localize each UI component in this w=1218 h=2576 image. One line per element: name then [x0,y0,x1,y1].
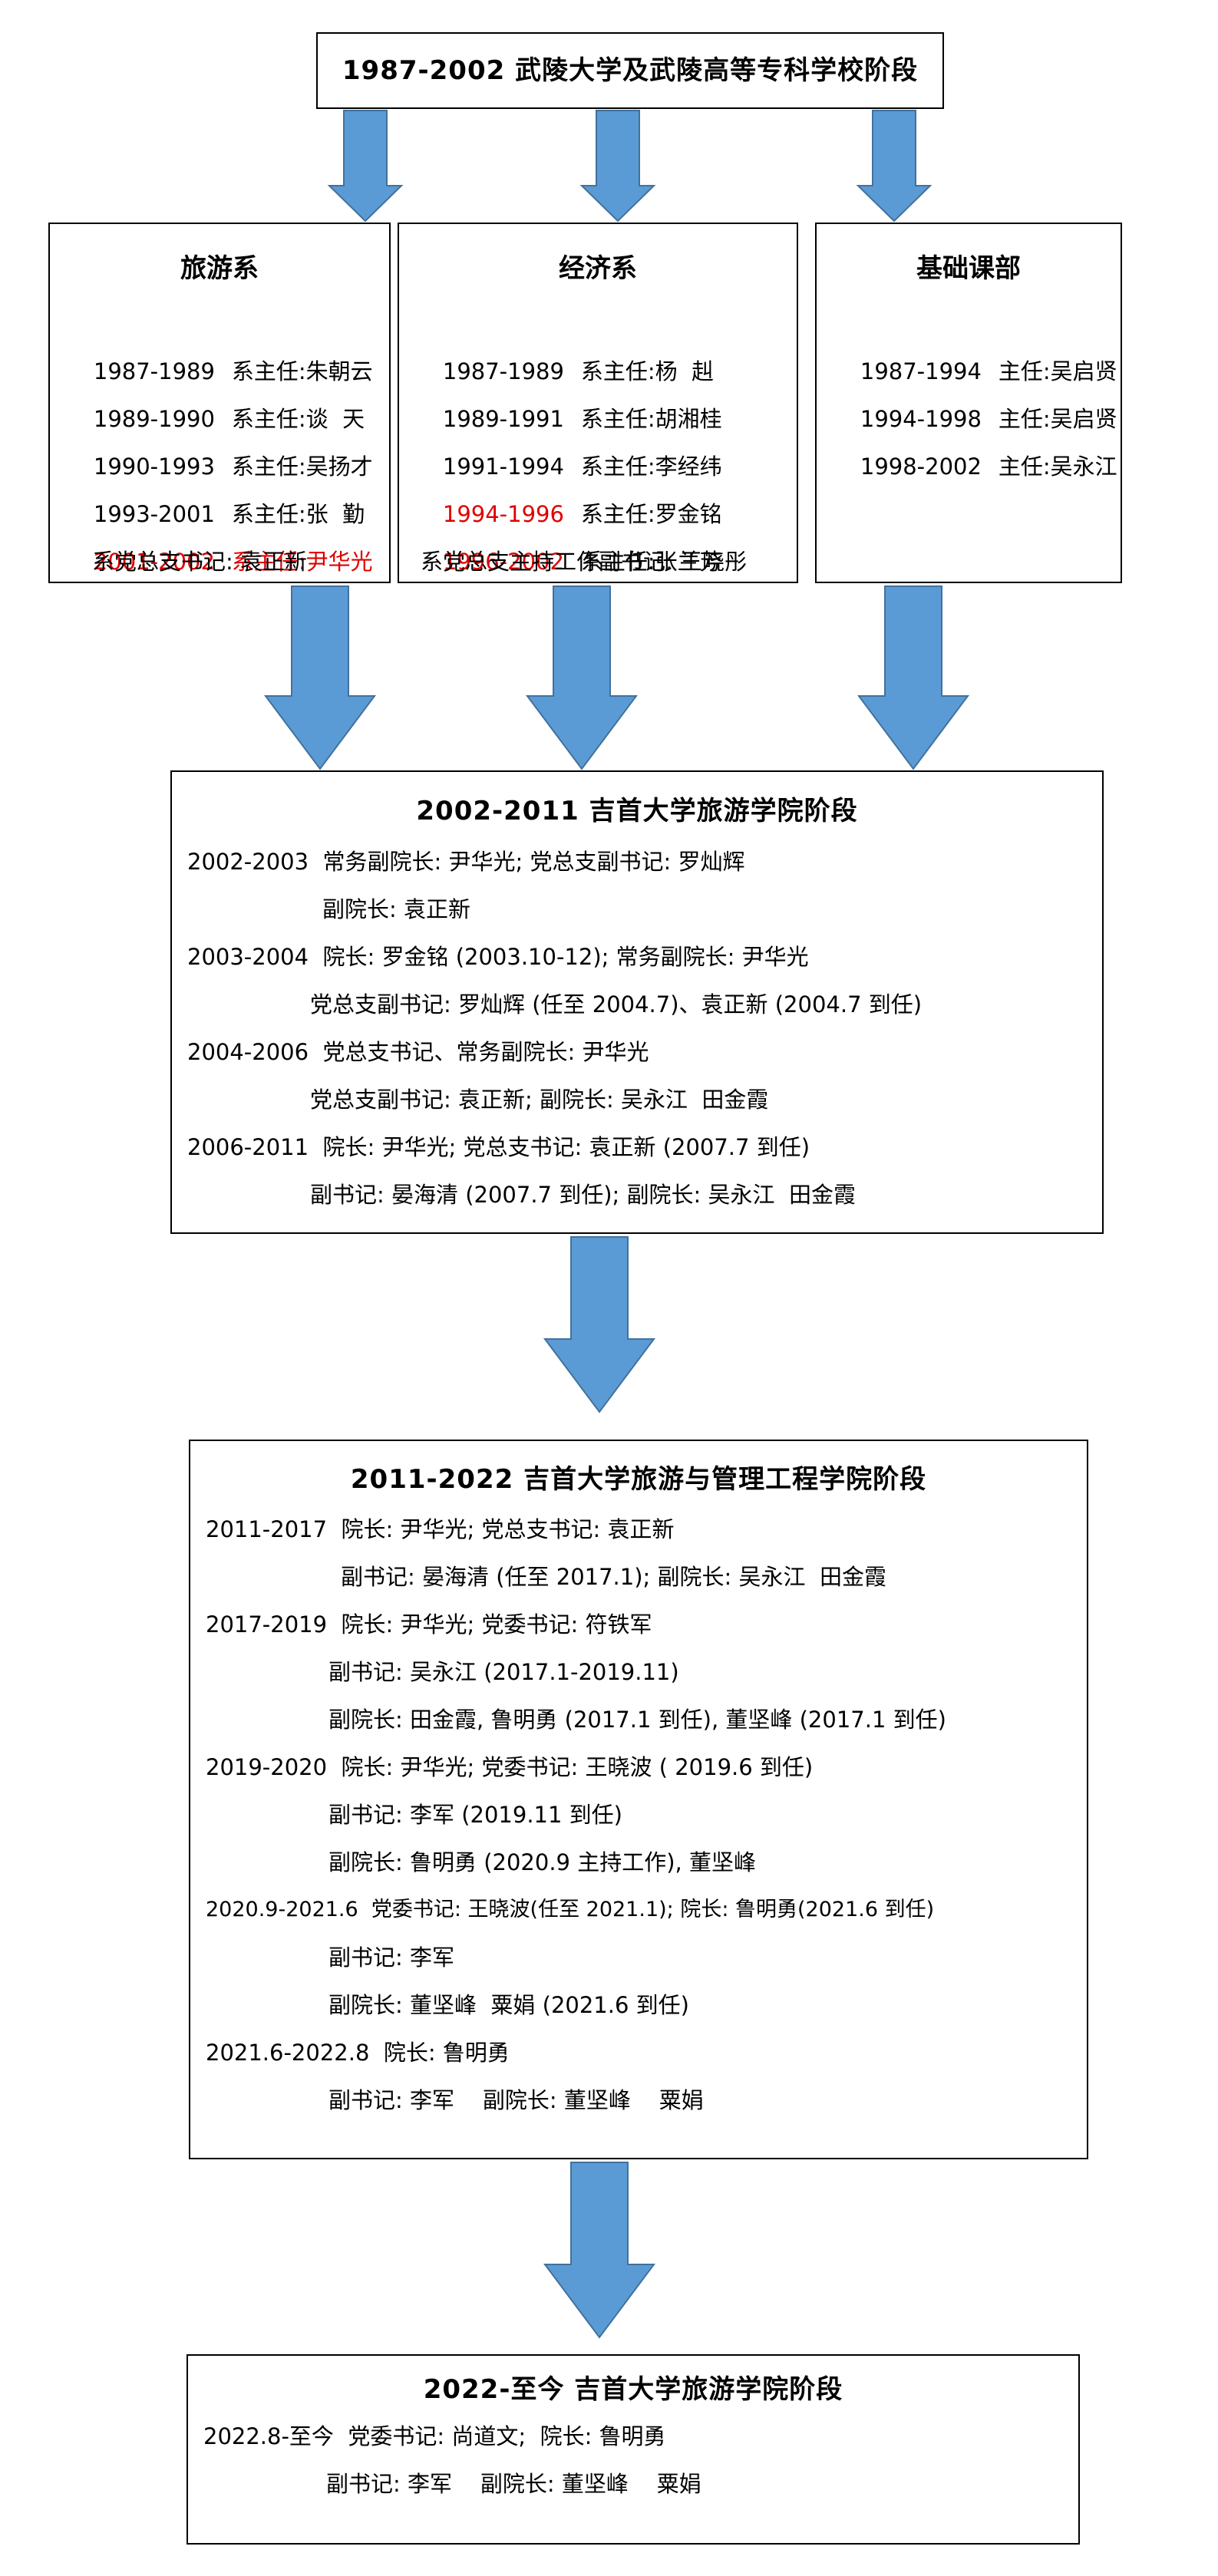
basic-dept-title: 基础课部 [916,253,1021,284]
tourism-chair: 系主任:朱朝云 [231,358,373,384]
stage3-line: 副院长: 田金霞, 鲁明勇 (2017.1 到任), 董坚峰 (2017.1 到… [328,1707,946,1733]
stage2-line: 党总支副书记: 罗灿辉 (任至 2004.7)、袁正新 (2004.7 到任) [310,991,923,1018]
tourism-row: 1993-2001 系主任:张 勤 [50,443,389,527]
stage3-line: 2011-2017 院长: 尹华光; 党总支书记: 袁正新 [206,1516,675,1542]
tourism-chair: 系主任:张 勤 [231,501,365,527]
stage4-line: 2022.8-至今 党委书记: 尚道文; 院长: 鲁明勇 [203,2423,666,2449]
arrow-down-icon [543,1236,655,1413]
economics-year: 1991-1994 [442,454,564,480]
tourism-row: 1989-1990 系主任:谈 天 [50,348,389,432]
arrow-down-icon [857,585,969,770]
stage4-title: 2022-至今 吉首大学旅游学院阶段 [423,2374,843,2405]
stage3-title: 2011-2022 吉首大学旅游与管理工程学院阶段 [350,1464,927,1495]
tourism-row: 1987-1989 系主任:朱朝云 [50,300,389,384]
economics-row: 1994-1996 系主任:罗金铭 [399,443,797,527]
stage1-title-box: 1987-2002 武陵大学及武陵高等专科学校阶段 [316,32,944,109]
economics-year-highlight: 1994-1996 [442,501,564,527]
stage3-line: 2021.6-2022.8 院长: 鲁明勇 [206,2040,510,2066]
stage3-line: 副书记: 晏海清 (任至 2017.1); 副院长: 吴永江 田金霞 [341,1564,886,1590]
tourism-year: 1987-1989 [93,358,215,384]
economics-row: 1996-2002 系主任:张兰芳 [399,490,797,575]
economics-footer: 系党总支主持工作副书记: 王晓彤 [421,549,747,575]
economics-year-highlight: 1996-2002 [442,549,564,575]
economics-year: 1989-1991 [442,406,564,432]
stage2-line: 副书记: 晏海清 (2007.7 到任); 副院长: 吴永江 田金霞 [310,1182,856,1208]
economics-row: 1991-1994 系主任:李经纬 [399,395,797,480]
stage3-line: 2020.9-2021.6 党委书记: 王晓波(任至 2021.1); 院长: … [206,1898,935,1921]
basic-row: 1998-2002 主任:吴永江 [817,395,1121,480]
basic-head: 主任:吴永江 [998,454,1117,480]
basic-year: 1998-2002 [860,454,982,480]
economics-dept-box: 经济系 1987-1989 系主任:杨 赳 1989-1991 系主任:胡湘桂 19… [398,223,798,583]
basic-row: 1987-1994 主任:吴启贤 [817,300,1121,384]
stage2-line: 2003-2004 院长: 罗金铭 (2003.10-12); 常务副院长: 尹… [187,944,809,970]
stage2-line: 2002-2003 常务副院长: 尹华光; 党总支副书记: 罗灿辉 [187,849,745,875]
tourism-chair: 系主任:谈 天 [231,406,365,432]
basic-year: 1994-1998 [860,406,982,432]
economics-row: 1989-1991 系主任:胡湘桂 [399,348,797,432]
tourism-row-highlight: 2001-2002 系主任:尹华光 [50,490,389,575]
economics-dept-title: 经济系 [559,253,637,284]
stage3-line: 副书记: 李军 [328,1944,454,1971]
economics-chair: 系主任:张兰芳 [580,549,722,575]
tourism-year: 1990-1993 [93,454,215,480]
stage3-line: 副院长: 董坚峰 粟娟 (2021.6 到任) [328,1992,689,2018]
stage3-line: 副院长: 鲁明勇 (2020.9 主持工作), 董坚峰 [328,1849,756,1875]
tourism-year: 1989-1990 [93,406,215,432]
stage3-line: 副书记: 李军 (2019.11 到任) [328,1802,622,1828]
stage3-line: 2019-2020 院长: 尹华光; 党委书记: 王晓波 ( 2019.6 到任… [206,1754,814,1780]
basic-year: 1987-1994 [860,358,982,384]
tourism-chair: 系主任:尹华光 [231,549,373,575]
basic-head: 主任:吴启贤 [998,406,1117,432]
tourism-footer: 系党总支书记: 袁正新 [92,549,307,575]
stage3-box: 2011-2022 吉首大学旅游与管理工程学院阶段 2011-2017 院长: … [189,1440,1088,2159]
stage2-box: 2002-2011 吉首大学旅游学院阶段 2002-2003 常务副院长: 尹华… [170,770,1104,1234]
arrow-down-icon [543,2162,655,2339]
stage2-line: 2006-2011 院长: 尹华光; 党总支书记: 袁正新 (2007.7 到任… [187,1134,810,1160]
stage4-box: 2022-至今 吉首大学旅游学院阶段 2022.8-至今 党委书记: 尚道文; … [186,2354,1080,2545]
economics-row: 1987-1989 系主任:杨 赳 [399,300,797,384]
tourism-chair: 系主任:吴扬才 [231,454,373,480]
tourism-year: 2001-2002 [93,549,215,575]
economics-year: 1987-1989 [442,358,564,384]
arrow-down-icon [579,110,656,223]
economics-chair: 系主任:李经纬 [580,454,722,480]
stage2-line: 2004-2006 党总支书记、常务副院长: 尹华光 [187,1039,649,1065]
basic-head: 主任:吴启贤 [998,358,1117,384]
stage2-line: 党总支副书记: 袁正新; 副院长: 吴永江 田金霞 [310,1087,769,1113]
stage3-line: 2017-2019 院长: 尹华光; 党委书记: 符铁军 [206,1611,652,1638]
arrow-down-icon [327,110,404,223]
tourism-row: 1990-1993 系主任:吴扬才 [50,395,389,480]
stage2-line: 副院长: 袁正新 [322,896,470,922]
stage3-line: 副书记: 李军 副院长: 董坚峰 粟娟 [328,2087,704,2113]
economics-chair: 系主任:罗金铭 [580,501,722,527]
arrow-down-icon [264,585,376,770]
tourism-dept-box: 旅游系 1987-1989 系主任:朱朝云 1989-1990 系主任:谈 天 19… [48,223,391,583]
tourism-dept-title: 旅游系 [180,253,259,284]
tourism-year: 1993-2001 [93,501,215,527]
basic-dept-box: 基础课部 1987-1994 主任:吴启贤 1994-1998 主任:吴启贤 199… [815,223,1122,583]
stage1-title: 1987-2002 武陵大学及武陵高等专科学校阶段 [342,55,919,86]
arrow-down-icon [526,585,638,770]
economics-chair: 系主任:胡湘桂 [580,406,722,432]
stage4-line: 副书记: 李军 副院长: 董坚峰 粟娟 [326,2471,701,2497]
economics-chair: 系主任:杨 赳 [580,358,715,384]
stage2-title: 2002-2011 吉首大学旅游学院阶段 [416,796,858,826]
arrow-down-icon [856,110,932,223]
basic-row: 1994-1998 主任:吴启贤 [817,348,1121,432]
stage3-line: 副书记: 吴永江 (2017.1-2019.11) [328,1659,679,1685]
